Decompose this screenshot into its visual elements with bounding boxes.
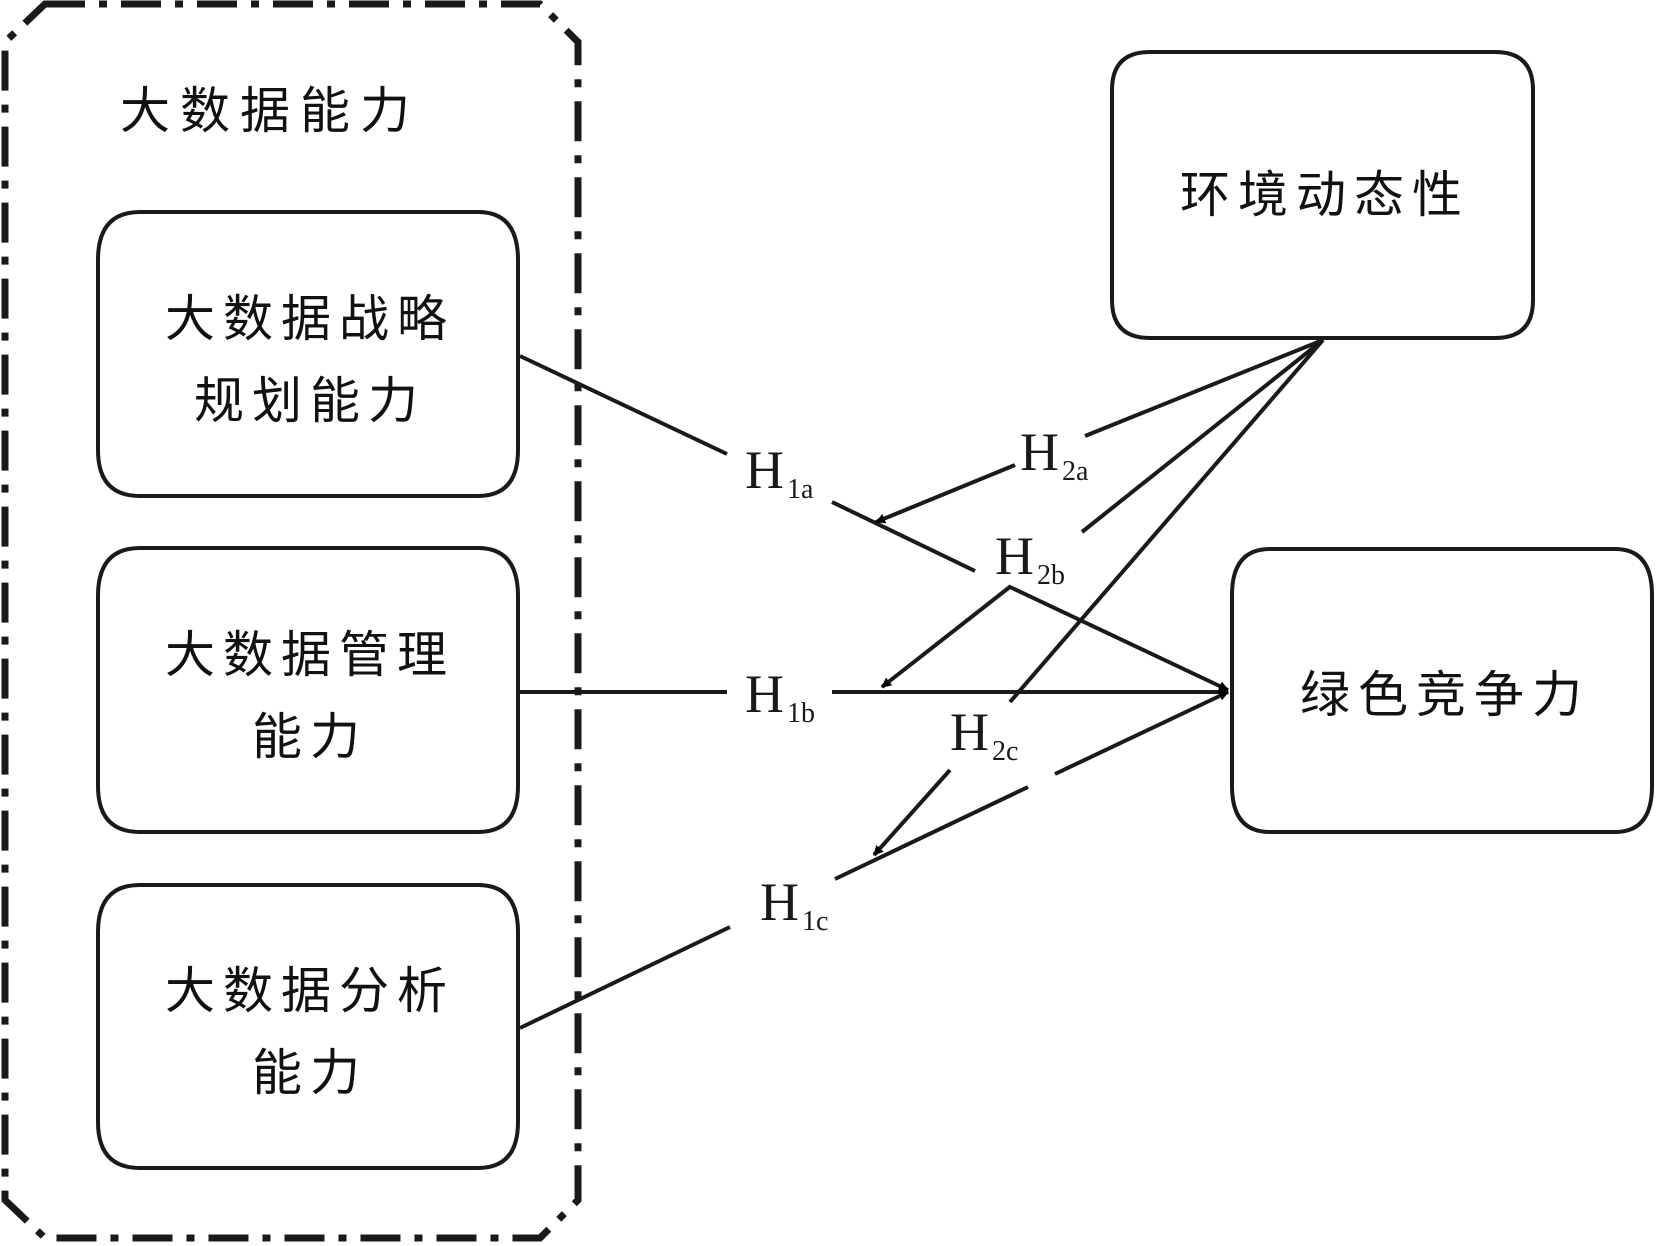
edge-h1c-segment-1	[519, 925, 731, 1030]
label-h1b-main: H	[745, 664, 784, 724]
node-box	[96, 883, 520, 1170]
label-h2a-sub: 2a	[1062, 456, 1089, 487]
node-box	[1230, 547, 1654, 834]
node-label-line1: 大数据战略	[165, 290, 455, 348]
node-box	[96, 546, 520, 834]
label-h2c-sub: 2c	[992, 736, 1018, 767]
node-label: 绿色竞争力	[1300, 666, 1590, 724]
edge-h1a-segment-3	[1009, 585, 1229, 692]
node-management: 大数据管理 能力	[96, 546, 520, 834]
label-h2b-main: H	[995, 526, 1034, 586]
node-analysis: 大数据分析 能力	[96, 883, 520, 1170]
node-box	[1110, 50, 1535, 340]
edge-h2a-segment-2	[875, 463, 1016, 524]
edge-h1c-segment-3	[1054, 690, 1229, 776]
direct-effects	[519, 354, 1229, 1030]
label-h1a-sub: 1a	[787, 474, 814, 505]
label-h2b-sub: 2b	[1037, 560, 1065, 591]
edge-h1a-segment-2	[831, 500, 976, 573]
label-h2a-main: H	[1020, 422, 1059, 482]
node-label-line2: 规划能力	[194, 372, 426, 430]
node-label-line2: 能力	[252, 1044, 368, 1102]
node-label-line1: 大数据管理	[165, 626, 455, 684]
node-box	[96, 210, 520, 498]
edge-h1c-segment-2	[834, 785, 1029, 881]
node-label-line2: 能力	[252, 708, 368, 766]
node-environmental-dynamism: 环境动态性	[1110, 50, 1535, 340]
edge-h2b-segment-2	[880, 584, 1013, 689]
label-h2c-main: H	[950, 702, 989, 762]
node-strategy-planning: 大数据战略 规划能力	[96, 210, 520, 498]
edge-h2b-segment-1	[1080, 338, 1325, 534]
edge-h2c-segment-1	[1008, 338, 1325, 704]
big-data-capability-group-border	[1, 0, 582, 1242]
label-h1c-main: H	[760, 872, 799, 932]
node-green-competitiveness: 绿色竞争力	[1230, 547, 1654, 834]
group-title: 大数据能力	[120, 82, 420, 140]
label-h1a-main: H	[745, 440, 784, 500]
edge-h2a-segment-1	[1084, 338, 1324, 438]
label-h1c-sub: 1c	[802, 906, 828, 937]
moderation-effects	[872, 338, 1325, 857]
edge-h2c-segment-2	[872, 768, 952, 857]
node-label-line1: 大数据分析	[165, 962, 455, 1020]
node-label: 环境动态性	[1180, 166, 1470, 224]
label-h1b-sub: 1b	[787, 698, 815, 729]
edge-h1a-segment-1	[519, 354, 728, 456]
